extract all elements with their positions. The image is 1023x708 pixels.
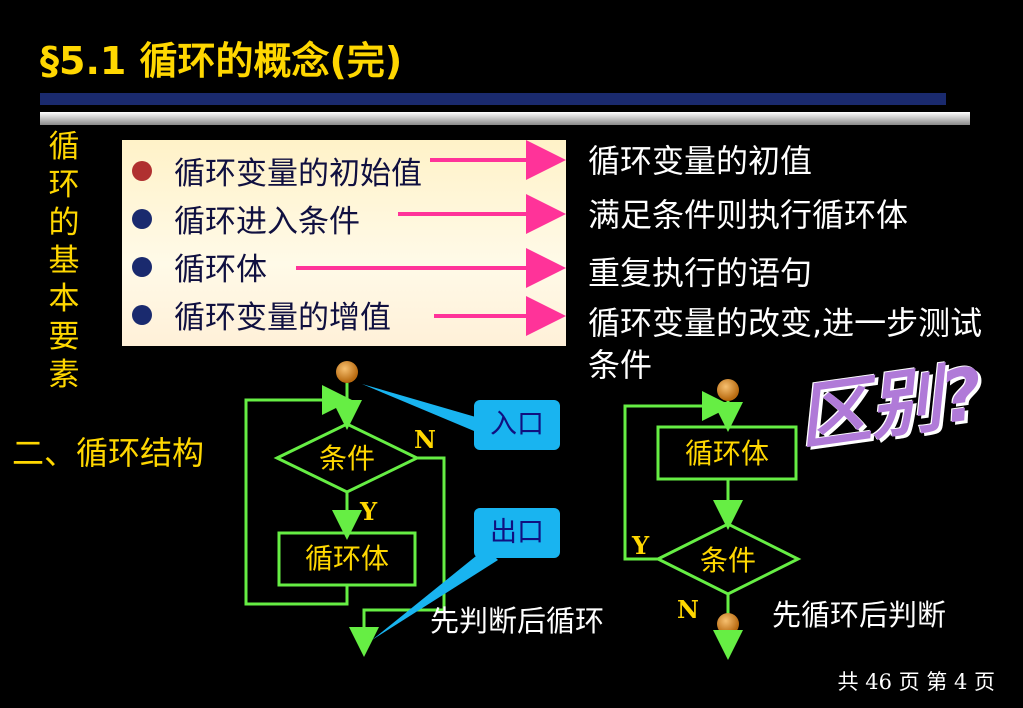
element-label: 循环变量的增值 — [174, 300, 391, 336]
exit-node — [717, 613, 739, 635]
entry-node — [336, 361, 358, 383]
element-item: 循环变量的增值 — [132, 292, 391, 337]
side-label: 循 环 的 基 本 要 素 — [44, 128, 84, 394]
side-label-char: 要 — [48, 319, 80, 355]
condition-diamond — [654, 522, 802, 596]
entry-pointer — [362, 384, 486, 436]
while-caption: 先判断后循环 — [430, 604, 605, 638]
title-underline-silver — [40, 112, 970, 125]
side-label-char: 素 — [48, 357, 80, 393]
exit-pointer — [372, 548, 498, 640]
element-label: 循环变量的初始值 — [174, 156, 422, 192]
flowchart-do-while: 循环体 条件 Y N — [623, 379, 802, 660]
side-label-char: 的 — [48, 205, 80, 241]
element-label: 循环进入条件 — [174, 204, 360, 240]
bullet-dot — [132, 304, 152, 325]
element-label: 循环体 — [174, 252, 267, 288]
no-label: N — [677, 595, 699, 624]
element-desc: 满足条件则执行循环体 — [588, 196, 909, 234]
condition-label: 条件 — [700, 544, 756, 577]
bullet-dot — [132, 160, 152, 181]
title-underline-dark — [40, 93, 946, 105]
yes-label: Y — [631, 531, 650, 560]
condition-label: 条件 — [319, 442, 375, 475]
exit-callout: 出口 — [474, 508, 560, 558]
slide-title: §5.1 循环的概念(完) — [40, 39, 403, 83]
element-desc: 重复执行的语句 — [588, 254, 813, 292]
bullet-dot — [132, 208, 152, 229]
side-label-char: 本 — [48, 281, 80, 317]
entry-node — [717, 379, 739, 401]
yes-label: Y — [359, 497, 378, 526]
section-heading: 二、循环结构 — [12, 434, 205, 472]
element-desc: 循环变量的改变,进一步测试条件 — [588, 304, 983, 384]
do-while-caption: 先循环后判断 — [772, 598, 947, 632]
page-info: 共 46 页 第 4 页 — [837, 670, 995, 694]
elements-box: 循环变量的初始值 循环进入条件 循环体 循环变量的增值 — [122, 140, 566, 346]
side-label-char: 基 — [48, 243, 80, 279]
body-label: 循环体 — [305, 542, 389, 575]
body-label: 循环体 — [685, 437, 769, 470]
element-item: 循环体 — [132, 244, 267, 289]
no-label: N — [414, 425, 436, 454]
element-item: 循环变量的初始值 — [132, 148, 422, 193]
element-item: 循环进入条件 — [132, 196, 360, 241]
side-label-char: 环 — [48, 167, 80, 203]
side-label-char: 循 — [48, 129, 80, 165]
bullet-dot — [132, 256, 152, 277]
element-desc: 循环变量的初值 — [588, 142, 813, 180]
flowchart-while: 条件 Y 循环体 N — [244, 361, 498, 657]
entry-callout: 入口 — [474, 400, 560, 450]
